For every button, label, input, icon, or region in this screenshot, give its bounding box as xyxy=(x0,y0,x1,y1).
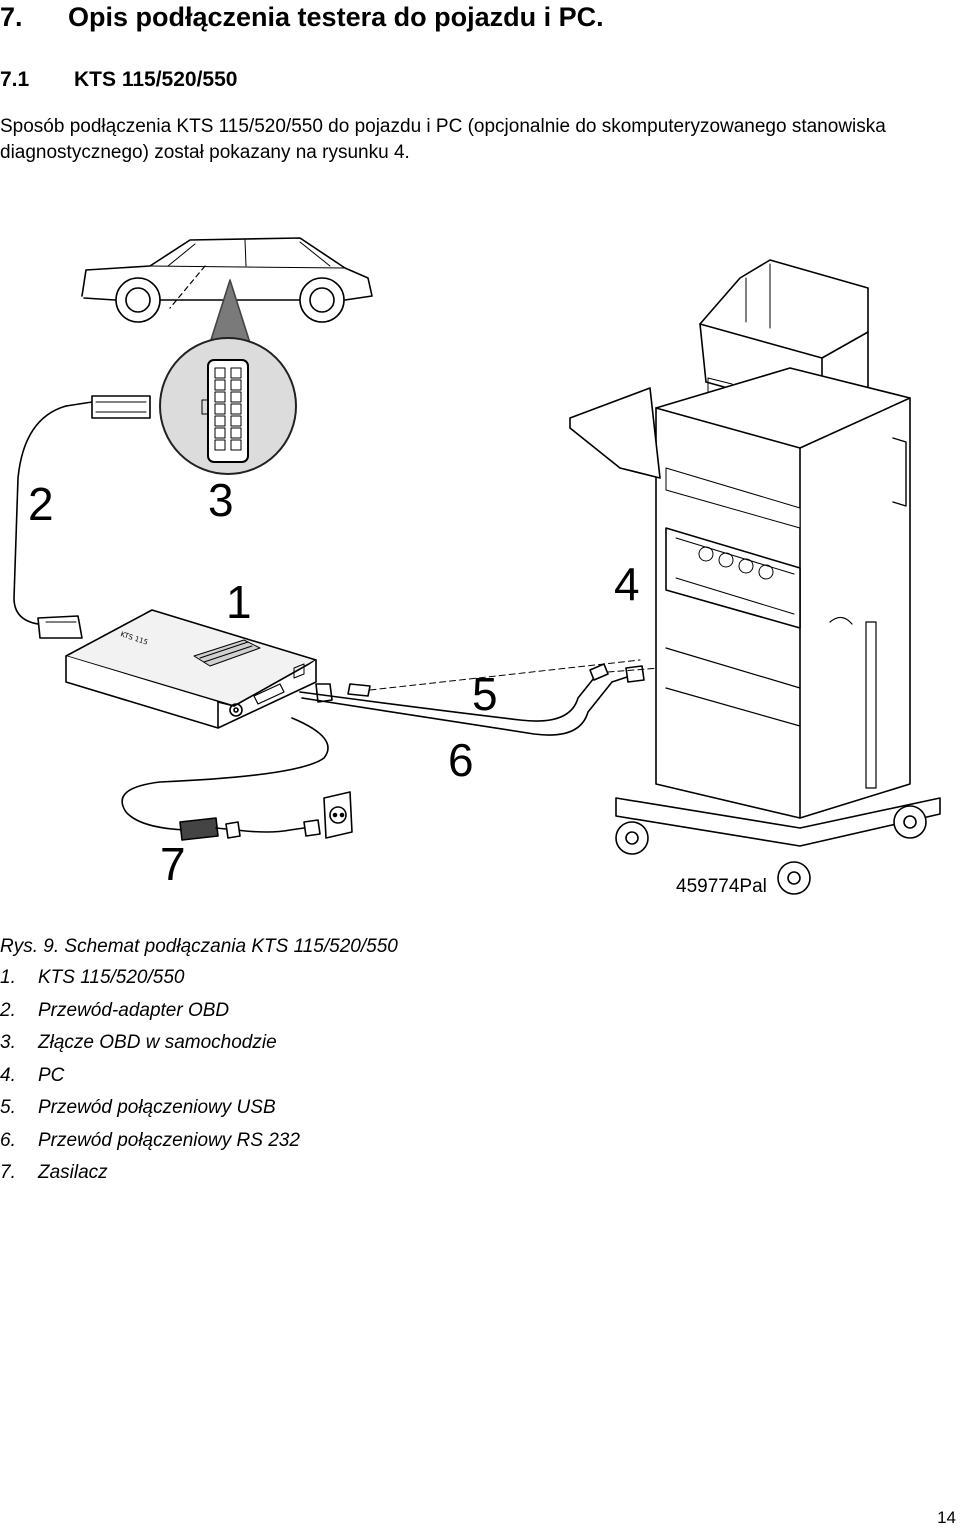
chapter-heading: 7. Opis podłączenia testera do pojazdu i … xyxy=(0,0,604,34)
section-number: 7.1 xyxy=(0,68,30,91)
connection-diagram: KTS 115 xyxy=(0,228,960,914)
obd-socket-illustration xyxy=(159,337,297,475)
callout-6: 6 xyxy=(448,734,474,786)
car-illustration xyxy=(81,237,373,323)
legend-item: 5. Przewód połączeniowy USB xyxy=(0,1095,300,1128)
chapter-number: 7. xyxy=(0,2,23,32)
legend-item: 1. KTS 115/520/550 xyxy=(0,965,300,998)
pointer-cone xyxy=(209,279,251,344)
legend-item: 2. Przewód-adapter OBD xyxy=(0,998,300,1031)
legend-text: Przewód połączeniowy RS 232 xyxy=(38,1129,300,1151)
legend-number: 4. xyxy=(0,1064,16,1086)
figure-legend: 1.KTS 115/520/550 2.Przewód-adapter OBD … xyxy=(0,965,300,1193)
callout-1: 1 xyxy=(226,576,252,628)
legend-text: Przewód połączeniowy USB xyxy=(38,1097,276,1118)
page-number: 14 xyxy=(937,1508,956,1527)
legend-text: Przewód-adapter OBD xyxy=(38,999,230,1021)
legend-number: 6. xyxy=(0,1129,16,1151)
power-supply-illustration xyxy=(121,717,353,841)
legend-item: 6. Przewód połączeniowy RS 232 xyxy=(0,1128,300,1161)
callout-2: 2 xyxy=(28,478,54,530)
callout-3: 3 xyxy=(208,474,234,526)
chapter-title: Opis podłączenia testera do pojazdu i PC… xyxy=(68,2,604,32)
callout-5: 5 xyxy=(472,668,498,720)
connection-diagram-drawing: KTS 115 xyxy=(13,237,941,897)
obd-adapter-cable xyxy=(13,395,151,639)
figure-id: 459774Pal xyxy=(676,876,767,897)
pc-cables xyxy=(299,659,661,736)
legend-number: 3. xyxy=(0,1032,16,1053)
section-title: KTS 115/520/550 xyxy=(74,68,238,91)
intro-paragraph: Sposób podłączenia KTS 115/520/550 do po… xyxy=(0,116,886,163)
callout-4: 4 xyxy=(614,558,640,610)
legend-item: 3. Złącze OBD w samochodzie xyxy=(0,1030,300,1063)
legend-number: 2. xyxy=(0,999,16,1021)
section-heading: 7.1 KTS 115/520/550 xyxy=(0,66,237,94)
legend-text: Złącze OBD w samochodzie xyxy=(38,1032,277,1053)
legend-number: 7. xyxy=(0,1162,16,1183)
legend-text: KTS 115/520/550 xyxy=(38,967,185,988)
legend-item: 4. PC xyxy=(0,1063,300,1096)
legend-text: PC xyxy=(38,1064,65,1086)
kts-device-illustration: KTS 115 xyxy=(65,609,317,729)
legend-item: 7. Zasilacz xyxy=(0,1160,300,1193)
legend-text: Zasilacz xyxy=(38,1162,108,1183)
legend-number: 5. xyxy=(0,1097,16,1118)
legend-number: 1. xyxy=(0,967,16,988)
figure-caption: Rys. 9. Schemat podłączania KTS 115/520/… xyxy=(0,936,398,957)
pc-workstation-illustration xyxy=(569,259,941,895)
callout-7: 7 xyxy=(160,838,186,890)
